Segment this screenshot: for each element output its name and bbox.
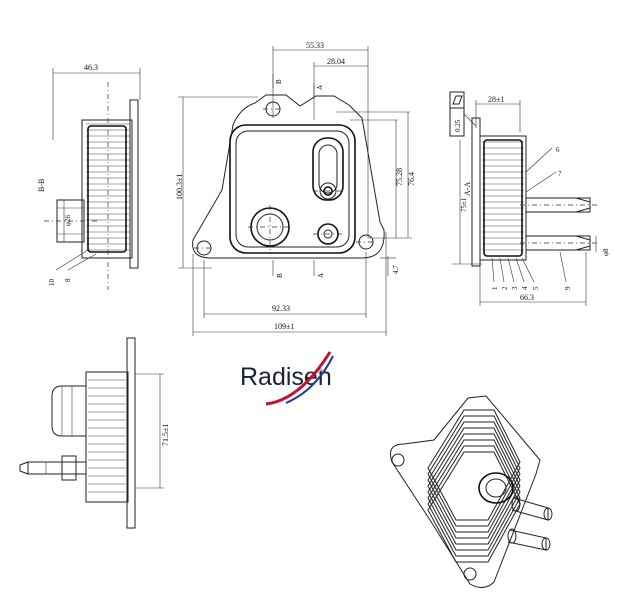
logo-registered-mark: ® <box>318 368 324 376</box>
callout-5: 5 <box>532 286 540 290</box>
callout-9: 9 <box>564 286 572 290</box>
right-side-view: 28±1 0.25 φ8 <box>449 91 610 306</box>
bottom-left-view: 71.5±1 <box>19 337 170 529</box>
right-dim-2-label: 75.28 <box>395 168 404 186</box>
flatness-label: 0.25 <box>454 119 462 132</box>
right-dim-1-label: 76.4 <box>407 172 416 186</box>
logo-swoosh-red <box>265 351 332 406</box>
radisen-logo: Radisen ® <box>240 351 334 406</box>
section-mark-a-top: A <box>316 85 324 90</box>
small-dim-label: 4.7 <box>392 265 400 274</box>
isometric-view <box>390 395 553 588</box>
callout-3: 3 <box>511 286 519 290</box>
logo-text: Radisen <box>240 363 332 391</box>
top-dim-label: 55.33 <box>306 41 324 50</box>
right-bottom-dim-label: 66.3 <box>520 293 534 302</box>
section-label-aa: A-A <box>463 182 472 196</box>
callout-10: 10 <box>48 279 56 287</box>
right-top-dim-label: 28±1 <box>488 95 504 104</box>
callout-1: 1 <box>491 286 499 290</box>
section-mark-b-top: B <box>275 79 283 84</box>
callout-7: 7 <box>558 170 562 178</box>
section-label-bb: B-B <box>37 179 46 192</box>
callout-6: 6 <box>556 146 560 154</box>
left-side-view: 46.3 φ26 B-B <box>37 63 141 290</box>
bottom-dim-1-label: 92.33 <box>272 304 290 313</box>
port-dim-label: φ26 <box>64 214 72 226</box>
callout-8: 8 <box>64 278 72 282</box>
bottom-dim-2-label: 109±1 <box>274 322 294 331</box>
front-view: 55.33 28.04 B A <box>175 41 416 336</box>
logo-swoosh-blue <box>285 355 334 404</box>
right-height-dim-label: 75±1 <box>460 197 468 212</box>
bottom-left-height-dim-label: 71.5±1 <box>161 424 170 446</box>
callout-2: 2 <box>501 286 509 290</box>
inner-top-dim-label: 28.04 <box>327 57 345 66</box>
pipe-dim-label: φ8 <box>602 248 610 256</box>
section-mark-b-bottom: B <box>276 273 284 278</box>
height-dim-label: 100.3±1 <box>175 174 184 200</box>
section-mark-a-bottom: A <box>317 273 325 278</box>
callout-4: 4 <box>521 286 529 290</box>
width-dim-label: 46.3 <box>84 63 98 72</box>
